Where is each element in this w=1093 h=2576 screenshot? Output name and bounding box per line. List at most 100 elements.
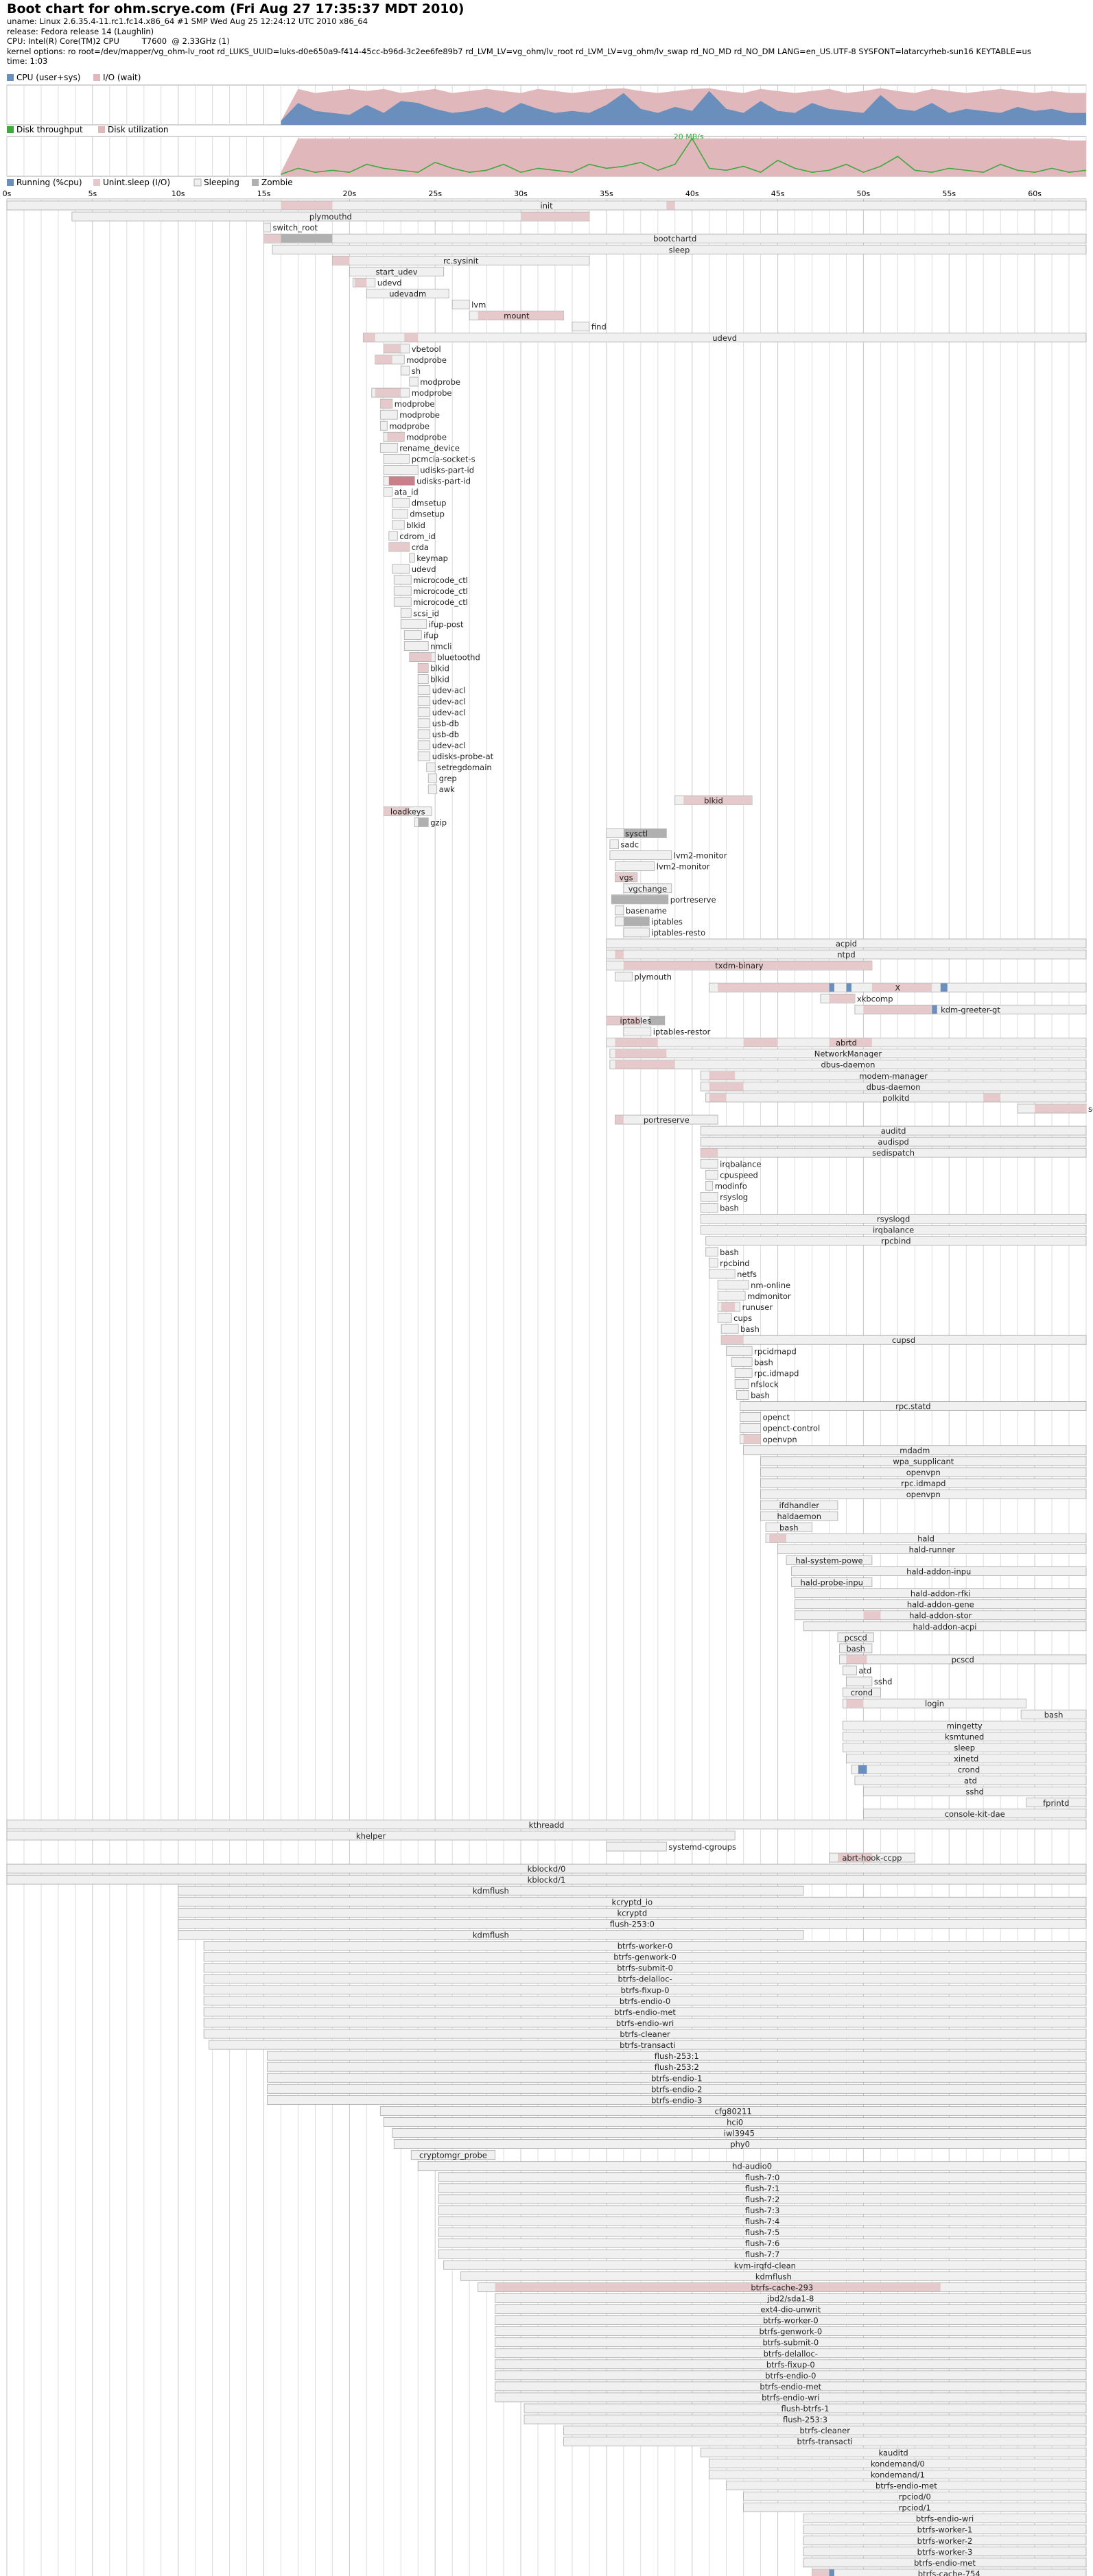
process-label: fprintd — [1043, 1798, 1069, 1808]
process-label: xinetd — [954, 1754, 978, 1764]
process-bar — [700, 1225, 1087, 1235]
process-bar — [740, 1423, 762, 1433]
process-label: udisks-part-id — [416, 477, 471, 486]
process-bar — [614, 971, 633, 981]
process-bar — [563, 2425, 1087, 2435]
process-label: iwl3945 — [724, 2129, 755, 2138]
process-label: udev-acl — [432, 686, 466, 695]
process-state-segment — [409, 652, 432, 662]
process-bar — [765, 1533, 1087, 1543]
process-bar — [563, 2436, 1087, 2446]
process-bar — [734, 1379, 749, 1389]
process-label: hald-addon-gene — [907, 1600, 974, 1610]
process-label: hald — [917, 1534, 935, 1543]
process-label: udev-acl — [432, 697, 466, 706]
process-label: btrfs-endio-wri — [616, 2018, 674, 2028]
process-bar — [267, 2095, 1087, 2105]
process-bar — [606, 1841, 667, 1852]
process-bar — [843, 1742, 1087, 1752]
process-label: btrfs-endio-1 — [651, 2073, 702, 2083]
process-state-segment — [721, 1302, 736, 1311]
process-label: microcode_ctl — [413, 597, 468, 607]
process-bar — [734, 1368, 753, 1378]
process-state-segment — [940, 983, 948, 992]
process-label: bootchartd — [653, 234, 696, 243]
process-bar — [392, 2128, 1087, 2138]
process-bar — [392, 509, 408, 519]
process-state-segment — [495, 2282, 941, 2291]
legend-label: CPU (user+sys) — [16, 73, 80, 82]
process-bar — [791, 1577, 873, 1587]
process-label: btrfs-endio-met — [614, 2007, 676, 2017]
process-bar — [426, 762, 436, 772]
process-label: haldaemon — [777, 1512, 821, 1521]
process-label: NetworkManager — [814, 1049, 882, 1059]
x-tick-label: 60s — [1028, 189, 1042, 198]
process-bar — [203, 2029, 1087, 2039]
process-label: xkbcomp — [857, 994, 893, 1003]
process-label: btrfs-cleaner — [799, 2426, 850, 2435]
process-label: rpcidmapd — [754, 1346, 797, 1356]
process-label: hald-addon-rfki — [910, 1589, 971, 1599]
process-bar — [803, 2514, 1087, 2524]
process-bar — [495, 2337, 1087, 2348]
legend-swatch — [93, 74, 100, 81]
process-label: btrfs-endio-2 — [651, 2084, 702, 2094]
x-tick-label: 20s — [342, 189, 356, 198]
process-bar — [760, 1478, 1087, 1488]
process-bar — [786, 1555, 873, 1565]
process-bar — [803, 1621, 1087, 1632]
process-label: btrfs-worker-1 — [917, 2525, 973, 2535]
process-bar — [700, 1214, 1087, 1224]
process-bar — [700, 1125, 1087, 1136]
process-label: udevd — [377, 278, 402, 287]
process-label: kdmflush — [473, 1886, 509, 1896]
process-state-segment — [701, 1148, 718, 1157]
process-label: modprobe — [406, 432, 447, 442]
x-tick-label: 45s — [771, 189, 785, 198]
process-state-segment — [721, 1335, 744, 1344]
process-label: openct — [763, 1413, 790, 1422]
process-bar — [854, 1776, 1087, 1786]
process-label: basename — [626, 906, 667, 916]
process-label: pcscd — [952, 1655, 974, 1665]
process-bar — [438, 2183, 1087, 2193]
process-bar — [495, 2381, 1087, 2392]
process-bar — [524, 2403, 1087, 2413]
process-bar — [403, 641, 429, 651]
process-label: hci0 — [727, 2118, 743, 2127]
process-state-segment — [1035, 1104, 1086, 1113]
process-label: netfs — [737, 1269, 757, 1279]
process-state-segment — [829, 1038, 872, 1047]
process-label: kvm-irqfd-clean — [734, 2261, 796, 2270]
process-state-segment — [846, 983, 851, 992]
process-bar — [803, 2547, 1087, 2557]
process-state-segment — [623, 961, 872, 970]
process-label: btrfs-worker-3 — [917, 2547, 973, 2557]
process-state-segment — [388, 542, 410, 551]
process-label: openvpn — [763, 1435, 797, 1444]
process-bar — [417, 718, 431, 728]
process-label: init — [540, 201, 553, 211]
process-bar — [760, 1489, 1087, 1499]
process-label: btrfs-submit-0 — [617, 1964, 673, 1973]
process-state-segment — [388, 477, 415, 486]
process-bar — [203, 1974, 1087, 1984]
process-bar — [614, 905, 624, 916]
process-bar — [383, 487, 393, 497]
process-bar — [438, 2238, 1087, 2248]
process-bar — [791, 1566, 1087, 1576]
process-label: setregdomain — [437, 763, 492, 772]
process-bar — [379, 2106, 1087, 2116]
process-label: ifup-post — [429, 619, 464, 629]
process-bar — [400, 619, 427, 629]
process-bar — [705, 1247, 718, 1257]
process-state-segment — [606, 1016, 641, 1025]
process-bar — [438, 2205, 1087, 2215]
process-bar — [443, 2260, 1087, 2270]
process-label: btrfs-endio-wri — [762, 2393, 819, 2402]
process-label: gzip — [430, 818, 447, 827]
boot-time-line: time: 1:03 — [7, 56, 48, 66]
process-bar — [623, 883, 672, 894]
process-bar — [743, 2492, 1087, 2501]
